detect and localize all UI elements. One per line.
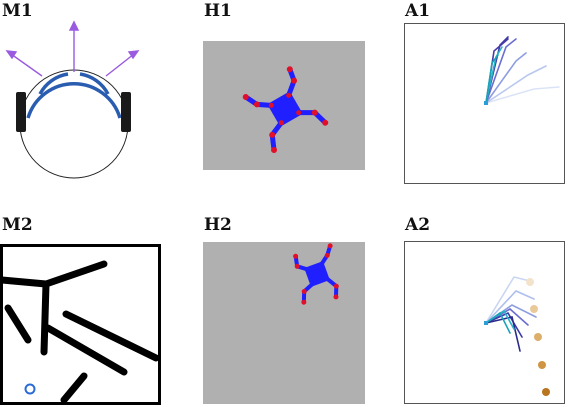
panel-label-m2: M2 xyxy=(2,215,33,235)
maze-goal xyxy=(24,383,36,395)
panel-label-a2: A2 xyxy=(405,215,431,235)
panel-label-h2: H2 xyxy=(204,215,232,235)
arrow-right xyxy=(105,53,135,77)
robot-front-arc-outer xyxy=(26,81,122,119)
arm-poses-1 xyxy=(484,36,560,105)
robot-torso xyxy=(267,91,303,127)
arm-poses-2 xyxy=(484,276,550,396)
arm-panel-1 xyxy=(404,23,565,184)
robot-front-arc-left xyxy=(38,72,69,95)
arrow-left xyxy=(10,53,43,77)
panel-label-h1: H1 xyxy=(204,1,232,21)
maze-border xyxy=(0,244,161,405)
robot-front-arc-right xyxy=(79,72,110,95)
quadruped-robot-1 xyxy=(242,66,329,153)
robot-schematic xyxy=(5,20,140,179)
maze xyxy=(0,244,161,405)
arm-panel-2 xyxy=(404,241,565,404)
sim-view-2 xyxy=(203,242,365,404)
panel-label-a1: A1 xyxy=(405,1,431,21)
panel-label-m1: M1 xyxy=(2,1,33,21)
right-wheel xyxy=(121,92,131,132)
left-wheel xyxy=(16,92,26,132)
target-points xyxy=(526,278,550,396)
quadruped-robot-2 xyxy=(293,243,339,305)
arm-base-1 xyxy=(484,101,488,105)
robot-body-circle xyxy=(19,69,129,179)
